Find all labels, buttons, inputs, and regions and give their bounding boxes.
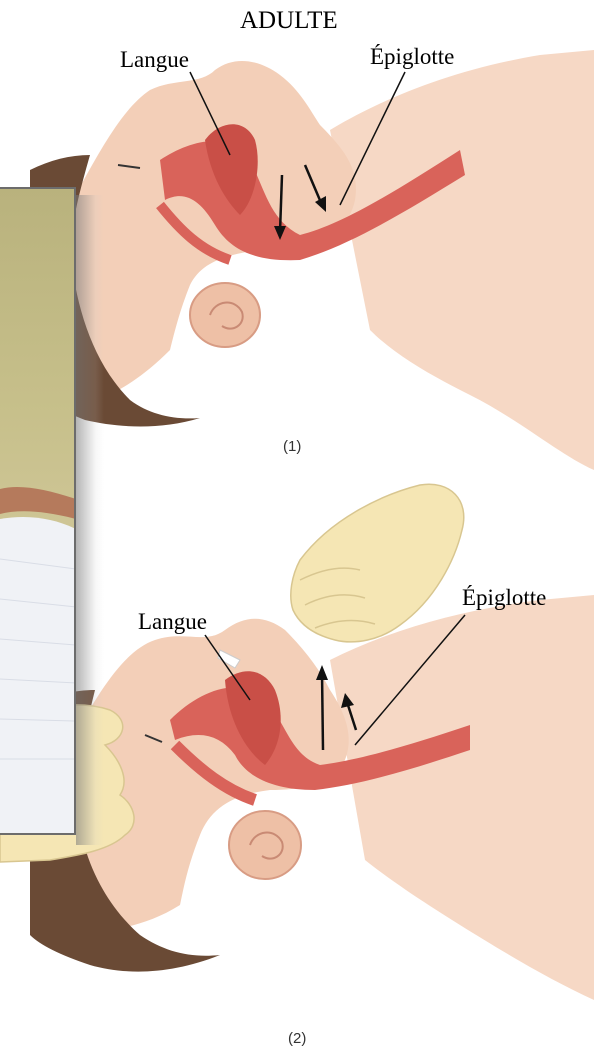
panel-1-head (30, 50, 594, 470)
panel-2-epiglottis-label: Épiglotte (462, 586, 546, 609)
photo-shadow (76, 195, 104, 845)
panel-1-neck (330, 50, 594, 470)
panel-1-epiglottis-label: Épiglotte (370, 45, 454, 68)
panel-2-tongue-label: Langue (138, 610, 207, 633)
figure-title: ADULTE (240, 8, 338, 33)
overlay-photo-content (0, 189, 76, 835)
panel-1-number: (1) (283, 438, 301, 455)
panel-2-number: (2) (288, 1030, 306, 1047)
panel-2-ear (229, 811, 301, 879)
panel-2-neck (330, 595, 594, 1000)
panel-1-ear (190, 283, 260, 347)
overlay-photo (0, 187, 76, 835)
panel-2-upper-hand (291, 484, 464, 642)
panel-1-tongue-label: Langue (120, 48, 189, 71)
